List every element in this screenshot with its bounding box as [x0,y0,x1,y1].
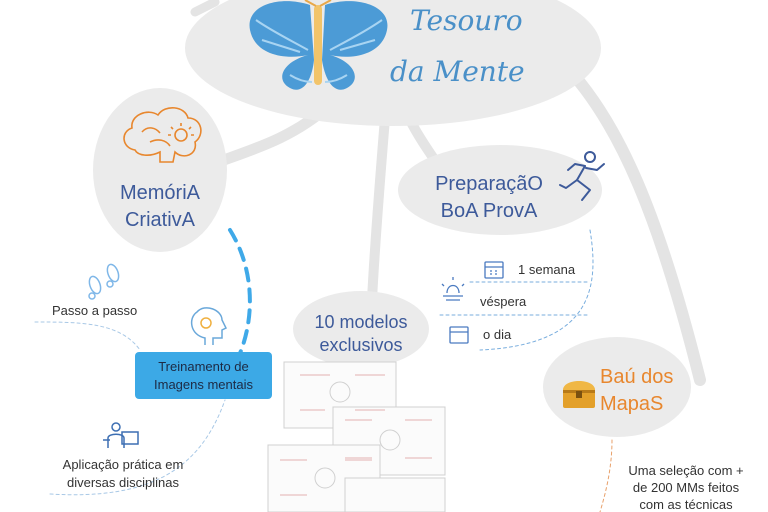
bau-title[interactable]: Baú dos MapaS [600,364,692,418]
sunrise-icon [442,277,464,300]
bau-desc-line2: de 200 MMs feitos [612,479,760,496]
bau-desc-line3: com as técnicas [612,496,760,512]
teacher-icon [103,423,138,448]
preparacao-title[interactable]: PreparaçãO BoA ProvA [414,171,564,225]
bau-description: Uma seleção com + de 200 MMs feitos com … [612,462,760,512]
brand-title-line1: Tesouro [410,4,523,37]
passo-label[interactable]: Passo a passo [52,303,137,318]
treinamento-label[interactable]: Treinamento de Imagens mentais [135,358,272,394]
passo-connector [35,322,140,350]
branch-bau [560,60,700,380]
footsteps-icon [87,263,121,299]
treasure-chest-icon [563,381,595,408]
modelos-title-line1: 10 modelos [300,311,422,334]
bau-desc-line1: Uma seleção com + [612,462,760,479]
treinamento-line1: Treinamento de [135,358,272,376]
calendar-week-icon [485,262,503,278]
preparacao-title-line1: PreparaçãO [414,171,564,198]
brand-title-line2: da Mente [390,55,525,88]
item-1-semana[interactable]: 1 semana [518,262,575,277]
model-thumbnails [268,362,445,512]
modelos-title-line2: exclusivos [300,334,422,357]
item-vespera[interactable]: véspera [480,294,526,309]
aplicacao-label[interactable]: Aplicação prática em diversas disciplina… [48,456,198,492]
memoria-title-line1: MemóriA [104,180,216,207]
bau-title-line1: Baú dos [600,364,692,391]
memoria-connector [230,230,250,358]
bau-connector [600,440,612,512]
preparacao-title-line2: BoA ProvA [414,198,564,225]
modelos-title[interactable]: 10 modelos exclusivos [300,311,422,357]
head-lightbulb-icon [192,308,226,345]
aplicacao-line2: diversas disciplinas [48,474,198,492]
item-o-dia[interactable]: o dia [483,327,511,342]
bau-title-line2: MapaS [600,391,692,418]
aplicacao-line1: Aplicação prática em [48,456,198,474]
branch-modelos [372,118,385,300]
memoria-title[interactable]: MemóriA CriativA [104,180,216,234]
calendar-day-icon [450,327,468,343]
memoria-title-line2: CriativA [104,207,216,234]
treinamento-line2: Imagens mentais [135,376,272,394]
